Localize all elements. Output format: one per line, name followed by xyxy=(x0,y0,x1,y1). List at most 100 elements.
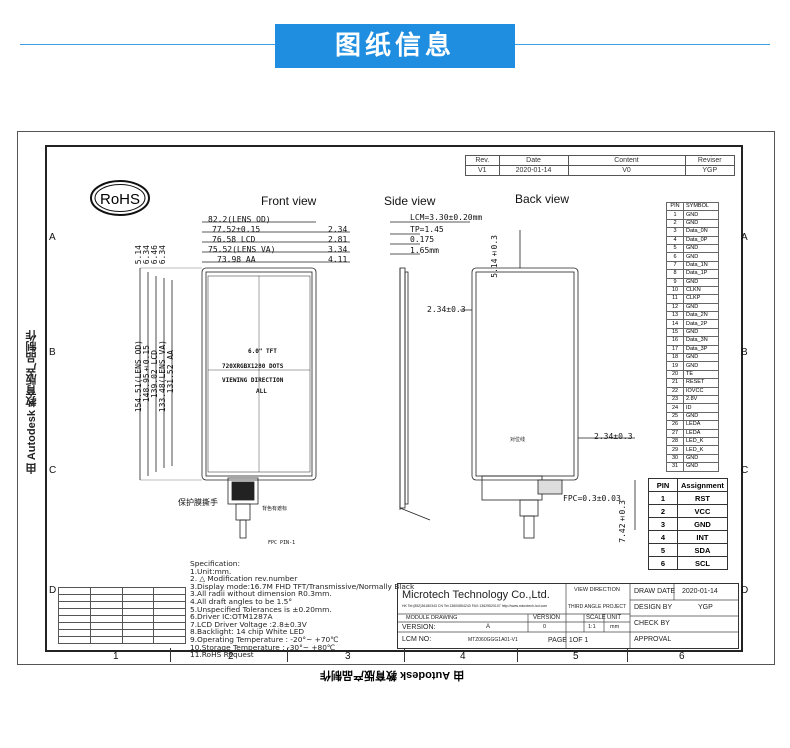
symbol-pin: 16 xyxy=(666,336,684,346)
protect-film-note: 保护膜撕手 xyxy=(178,498,218,507)
back-dim-top: 5.14±0.3 xyxy=(490,235,499,278)
symbol-pin: 18 xyxy=(666,353,684,363)
revision-table: Rev. Date Content Reviser V1 2020-01-14 … xyxy=(465,155,735,176)
symbol-pin: 6 xyxy=(666,252,684,262)
dim-right-1: 2.34 xyxy=(328,225,348,234)
symbol-name: LED_K xyxy=(683,436,719,447)
pin-num: 2 xyxy=(648,504,678,518)
symbol-name: GND xyxy=(683,462,719,472)
scale-val: 1:1 xyxy=(588,624,596,630)
approval-label: APPROVAL xyxy=(634,636,672,643)
autodesk-watermark-left: 由 Autodesk 教育版产品制作 xyxy=(26,330,38,475)
version-col: VERSION xyxy=(533,615,561,621)
screen-resolution: 720XRGBX1280 DOTS xyxy=(222,363,284,370)
col-label-5: 5 xyxy=(573,651,579,662)
symbol-name: Data_3N xyxy=(683,336,719,346)
symbol-pin: 29 xyxy=(666,445,684,455)
side-view-drawing xyxy=(390,221,470,521)
date-value: 2020-01-14 xyxy=(498,165,569,176)
spec-line: 2. △ Modification rev.number xyxy=(190,574,298,584)
symbol-pin: 20 xyxy=(666,369,684,380)
symbol-name: GND xyxy=(683,361,719,371)
dim-aa-v: 131.52 AA xyxy=(166,350,175,394)
specification-notes: Specification:1.Unit:mm.2. △ Modificatio… xyxy=(190,560,414,659)
row-label-d-right: D xyxy=(741,585,749,596)
module-drawing: MODULE DRAWING xyxy=(406,615,458,621)
symbol-pin: 21 xyxy=(666,378,684,388)
symbol-pin: 23 xyxy=(666,394,684,405)
viewing-all: ALL xyxy=(256,388,267,395)
draw-date-label: DRAW DATE xyxy=(634,588,676,595)
spec-line: 7.LCD Driver Voltage :2.8±0.3V xyxy=(190,619,307,629)
screen-size: 6.0" TFT xyxy=(248,348,277,355)
spec-line: 3.Display mode:16.7M FHD TFT/Transmissiv… xyxy=(190,581,415,591)
back-dim-fpc-length: 7.42±0.3 xyxy=(618,500,627,543)
row-label-a: A xyxy=(49,232,56,243)
symbol-pin: 15 xyxy=(666,327,684,338)
autodesk-watermark-bottom: 由 Autodesk 教育版产品制作 xyxy=(320,669,465,681)
symbol-name: Data_0P xyxy=(683,235,719,245)
symbol-pin: 5 xyxy=(666,243,684,254)
date-header: Date xyxy=(498,155,569,166)
scale-col: SCALE xyxy=(586,615,606,621)
pin-signal: RST xyxy=(677,491,728,505)
back-view-drawing xyxy=(460,230,636,539)
content-value: V0 xyxy=(567,165,686,176)
version-value: A xyxy=(486,624,491,630)
third-angle: THIRD ANGLE PROJECT xyxy=(568,604,627,610)
symbol-name: CLKN xyxy=(683,285,719,296)
check-label: CHECK BY xyxy=(634,620,670,627)
back-dim-left: 2.34±0.3 xyxy=(427,305,466,314)
pin-signal: VCC xyxy=(677,504,728,518)
left-parts-table xyxy=(58,587,186,644)
symbol-pin: 28 xyxy=(666,436,684,447)
fpc-pin-note: FPC PIN-1 xyxy=(268,540,296,546)
row-label-d: D xyxy=(49,585,57,596)
col-label-3: 3 xyxy=(345,651,351,662)
symbol-name: Data_1N xyxy=(683,260,719,271)
symbol-name: SYMBOL xyxy=(683,201,719,212)
row-label-c-right: C xyxy=(741,465,749,476)
symbol-pin: 19 xyxy=(666,361,684,371)
dim-lcd: 76.58 LCD xyxy=(212,235,256,244)
symbol-pin: 1 xyxy=(666,210,684,220)
rev-value: V1 xyxy=(465,165,500,176)
symbol-pin: 8 xyxy=(666,269,684,279)
view-direction: VIEW DIRECTION xyxy=(574,587,620,593)
dim-right-3: 3.34 xyxy=(328,245,348,254)
dim-right-2: 2.81 xyxy=(328,235,348,244)
pin-num: 6 xyxy=(648,556,678,570)
spec-line: 5.Unspecified Tolerances is ±0.20mm. xyxy=(190,604,332,614)
symbol-name: GND xyxy=(683,327,719,338)
dim-top-4: 6.34 xyxy=(158,245,167,265)
col-divider xyxy=(404,648,405,662)
spec-line: 10.Storage Temperature : -30°~ +80℃ xyxy=(190,642,336,652)
dim-outline: 77.52±0.15 xyxy=(212,225,261,234)
row-label-c: C xyxy=(49,465,57,476)
pin-header: PIN xyxy=(648,478,678,492)
symbol-name: LEDA xyxy=(683,420,719,430)
pin-num: 3 xyxy=(648,517,678,531)
symbol-pin: 27 xyxy=(666,428,684,438)
rohs-logo: RoHS xyxy=(90,180,150,216)
company-address: HK Tel:(852)36180343 CN Tel:13600854243 … xyxy=(402,604,548,608)
draw-date: 2020-01-14 xyxy=(682,588,718,595)
front-view-title: Front view xyxy=(261,194,317,208)
symbol-name: ID xyxy=(683,403,719,413)
